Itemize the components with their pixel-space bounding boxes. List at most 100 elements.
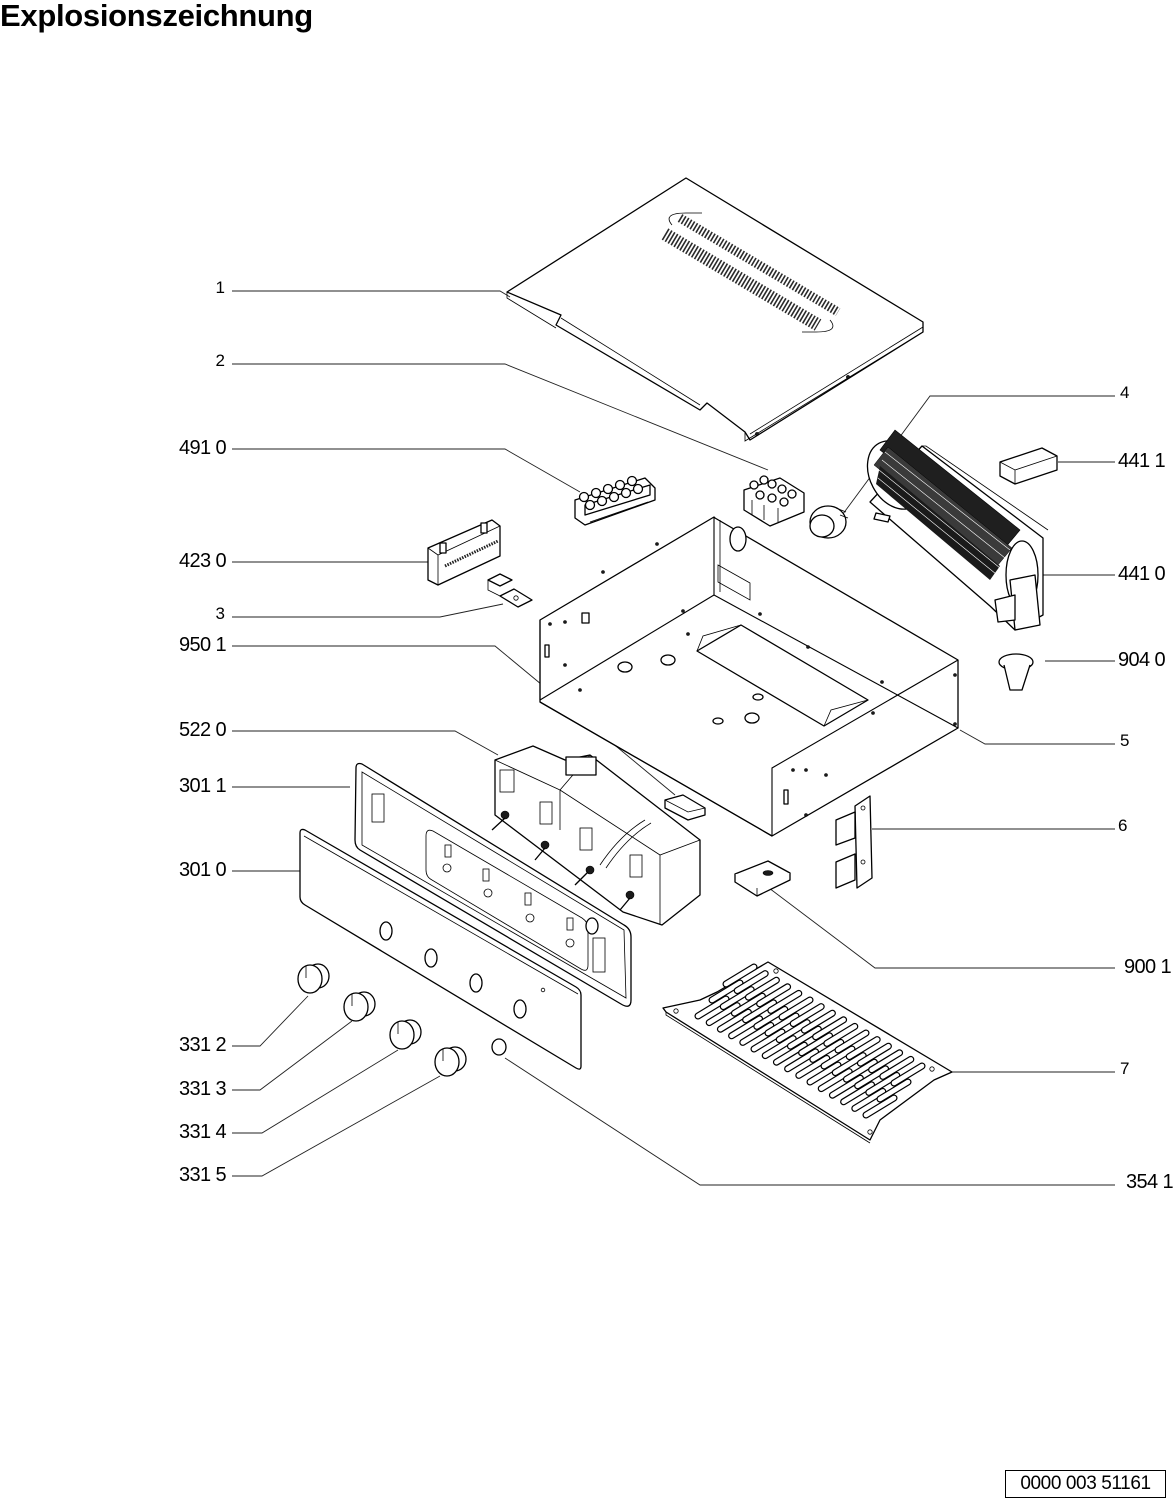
grille-slot (720, 987, 754, 1009)
part-foot (998, 653, 1034, 691)
part-relay-module (427, 519, 501, 586)
leader-331-2 (232, 995, 309, 1047)
part-control-panel-fascia (299, 828, 582, 1070)
grille-slot (779, 997, 813, 1020)
label-part-423-0: 423 0 (178, 550, 227, 572)
grille-slot (768, 991, 802, 1013)
leader-491-0 (232, 448, 581, 493)
grille-slot (740, 1023, 774, 1045)
label-part-6: 6 (1118, 816, 1128, 835)
part-knobs (297, 963, 507, 1077)
label-part-904-0: 904 0 (1118, 649, 1166, 671)
grille-slot (813, 1017, 846, 1040)
grille-slot (751, 1029, 785, 1052)
grille-slot (732, 993, 765, 1016)
label-part-1: 1 (215, 278, 225, 297)
label-part-4: 4 (1120, 383, 1130, 402)
part-cable-gland (809, 505, 849, 539)
document-number: 0000 003 51161 (1005, 1470, 1166, 1498)
grille-slot (790, 1004, 824, 1026)
part-control-panel-frame (354, 762, 632, 1007)
grille-slot (844, 1059, 877, 1082)
grille-slot (855, 1066, 888, 1089)
grille-slot (762, 1036, 796, 1058)
leader-2 (232, 363, 769, 471)
grille-slot (852, 1089, 886, 1111)
label-part-331-4: 331 4 (178, 1121, 227, 1143)
grille-slot (754, 1007, 788, 1029)
leader-5 (959, 729, 1115, 745)
leader-1 (232, 290, 511, 298)
part-bottom-grille (662, 961, 953, 1144)
grille-slot (869, 1050, 902, 1073)
grille-slot (821, 1046, 855, 1069)
grille-slot (765, 1013, 799, 1036)
grille-slot (695, 996, 729, 1019)
grille-slot (799, 1033, 832, 1056)
grille-slot (796, 1056, 830, 1078)
grille-slot (877, 1079, 911, 1102)
leader-354-1 (504, 1057, 1115, 1186)
grille-slot (832, 1053, 866, 1075)
page-title: Explosionszeichnung (0, 0, 313, 33)
leader-331-5 (232, 1075, 441, 1177)
label-part-491-0: 491 0 (178, 437, 227, 459)
leader-900-1 (764, 884, 1115, 969)
label-part-331-3: 331 3 (178, 1078, 227, 1100)
leader-522-0 (232, 730, 499, 756)
grille-slot (807, 1062, 841, 1085)
grille-slot (863, 1095, 897, 1118)
grille-slot (723, 964, 757, 987)
knob-331-2 (297, 963, 330, 994)
leader-lines (232, 290, 1115, 1186)
label-part-441-0: 441 0 (1118, 563, 1166, 585)
grille-slot (774, 1042, 807, 1065)
grille-slot (824, 1024, 858, 1046)
part-capacitor (999, 447, 1058, 485)
part-mains-terminal-block (574, 475, 656, 526)
grille-slot (729, 1016, 762, 1039)
grille-slot (866, 1073, 900, 1095)
part-housing-body (539, 516, 959, 837)
label-part-301-1: 301 1 (178, 775, 227, 797)
grille-slot (841, 1082, 874, 1105)
grille-slot (788, 1026, 821, 1049)
leader-3 (232, 603, 504, 618)
label-part-354-1: 354 1 (1126, 1171, 1174, 1193)
label-part-900-1: 900 1 (1124, 956, 1172, 978)
part-mounting-bracket (487, 573, 533, 608)
vent-slots (661, 214, 841, 331)
grille-slot (743, 1000, 776, 1023)
label-part-3: 3 (215, 604, 225, 623)
label-part-5: 5 (1120, 731, 1130, 750)
label-part-2: 2 (215, 351, 225, 370)
knob-331-4 (389, 1019, 422, 1050)
grille-slot (718, 1009, 751, 1032)
part-hinge-bracket (835, 795, 873, 889)
grille-slot (776, 1020, 810, 1042)
label-part-331-2: 331 2 (178, 1034, 227, 1056)
part-clamp-block (734, 860, 791, 897)
label-part-331-5: 331 5 (178, 1164, 227, 1186)
leader-331-3 (232, 1020, 353, 1091)
indicator-lamp-lens (491, 1038, 507, 1056)
grille-slot (757, 984, 790, 1007)
leader-331-4 (232, 1049, 399, 1134)
grille-slot (835, 1030, 869, 1053)
part-switch-assembly (491, 745, 701, 926)
label-part-522-0: 522 0 (178, 719, 227, 741)
grille-slot (802, 1010, 835, 1033)
grille-slot (891, 1063, 925, 1086)
grille-slot (846, 1037, 880, 1059)
label-part-950-1: 950 1 (178, 634, 227, 656)
grille-slot (810, 1040, 844, 1062)
grille-slot (818, 1069, 852, 1091)
part-top-cover (506, 177, 924, 442)
grille-slot (734, 971, 768, 993)
knob-331-5 (434, 1046, 467, 1077)
label-part-441-1: 441 1 (1118, 450, 1166, 472)
label-part-301-0: 301 0 (178, 859, 227, 881)
grille-slot (858, 1043, 891, 1066)
label-part-7: 7 (1120, 1059, 1130, 1078)
